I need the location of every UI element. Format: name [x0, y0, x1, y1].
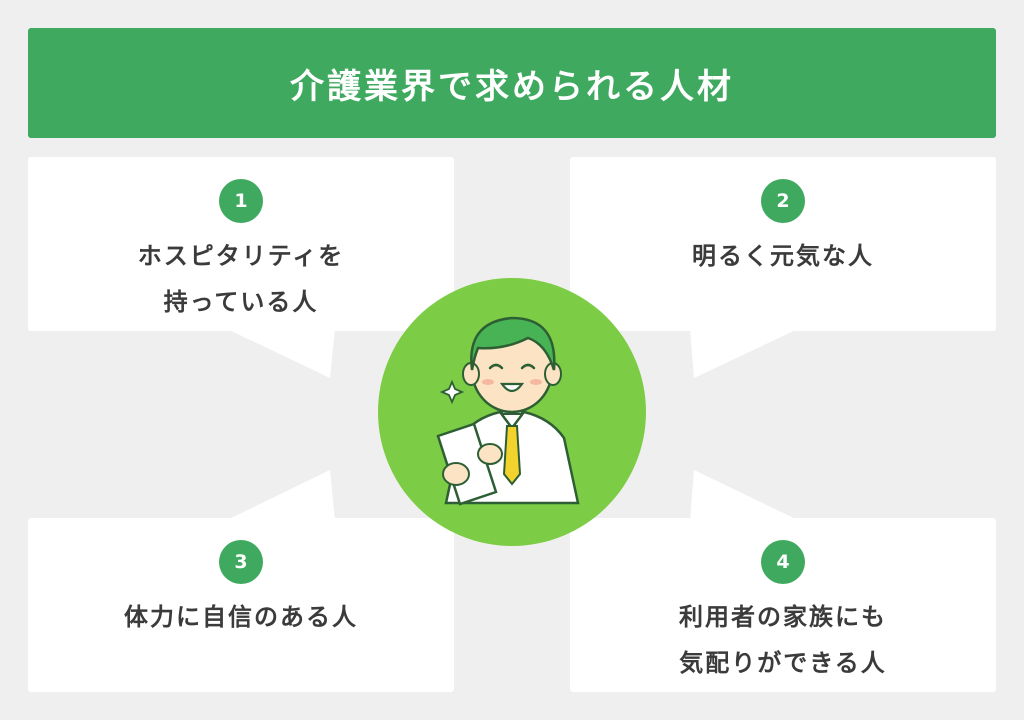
tail-top-left [225, 328, 335, 378]
trait-text: 体力に自信のある人 [124, 594, 358, 640]
smiling-staff-illustration [378, 278, 646, 546]
title-banner: 介護業界で求められる人材 [28, 28, 996, 138]
trait-card-2: 2 明るく元気な人 [570, 157, 996, 331]
trait-line-2: 持っている人 [163, 288, 319, 316]
trait-text: ホスピタリティを 持っている人 [138, 233, 345, 325]
trait-text: 利用者の家族にも 気配りができる人 [679, 594, 887, 686]
tail-bottom-right [690, 470, 800, 521]
page-title: 介護業界で求められる人材 [290, 66, 734, 107]
sparkle-icon [439, 379, 465, 405]
number-badge: 1 [219, 179, 263, 223]
tail-bottom-left [225, 470, 335, 521]
tail-top-right [690, 328, 800, 378]
hair [470, 316, 556, 371]
trait-card-1: 1 ホスピタリティを 持っている人 [28, 157, 454, 331]
trait-card-4: 4 利用者の家族にも 気配りができる人 [570, 518, 996, 692]
trait-line-1: 体力に自信のある人 [124, 603, 358, 631]
trait-line-1: 利用者の家族にも [679, 603, 887, 631]
mouth [499, 382, 525, 393]
tie [502, 425, 522, 486]
trait-line-1: 明るく元気な人 [692, 242, 874, 270]
trait-line-2: 気配りができる人 [679, 649, 887, 677]
number-badge: 3 [219, 540, 263, 584]
trait-line-1: ホスピタリティを [137, 242, 345, 270]
trait-card-3: 3 体力に自信のある人 [28, 518, 454, 692]
number-badge: 4 [761, 540, 805, 584]
number-badge: 2 [761, 179, 805, 223]
trait-text: 明るく元気な人 [692, 233, 874, 279]
